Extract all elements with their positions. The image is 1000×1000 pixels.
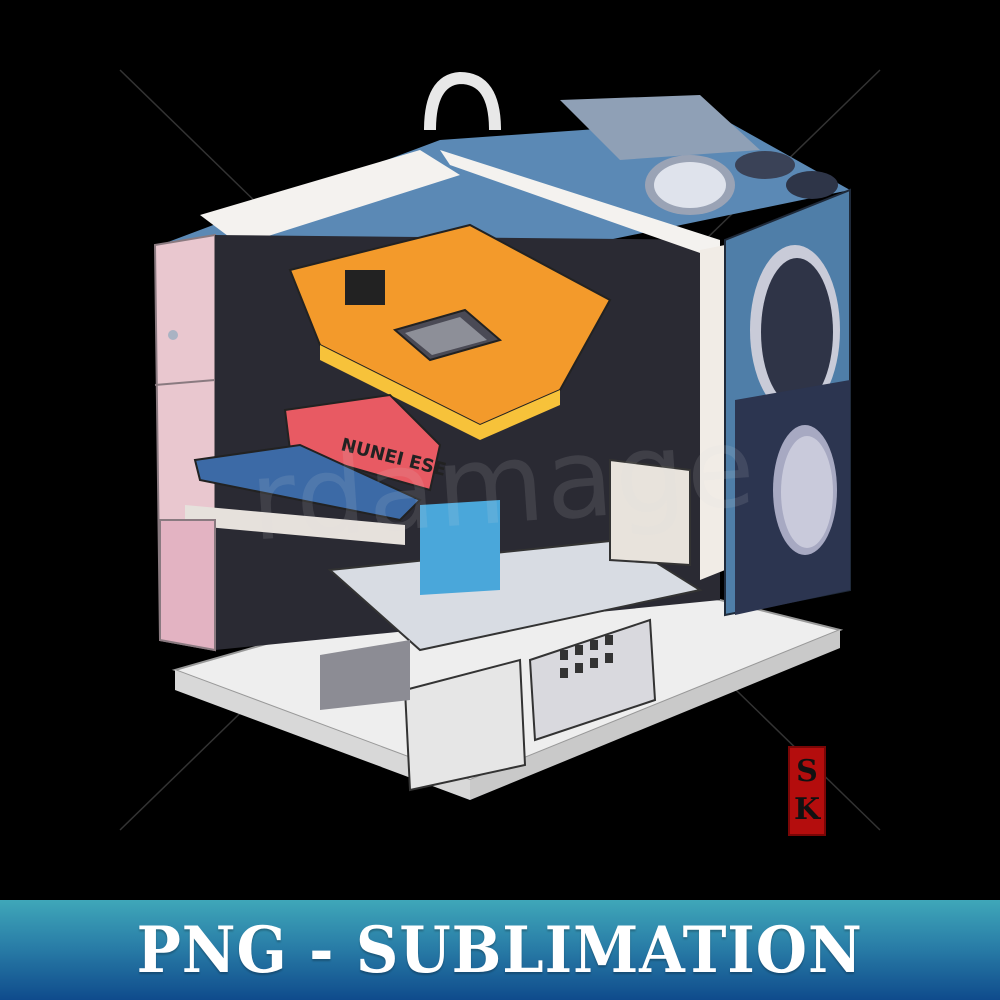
computer-cutaway-illustration: NUNEI ESE bbox=[153, 71, 851, 800]
banner-title: PNG - SUBLIMATION bbox=[136, 912, 864, 988]
button-icon bbox=[168, 330, 178, 340]
seal-letter-bottom: K bbox=[793, 792, 821, 827]
seal-letter-top: S bbox=[796, 754, 818, 789]
artist-seal: S K bbox=[788, 746, 826, 836]
format-banner: PNG - SUBLIMATION bbox=[0, 900, 1000, 1000]
